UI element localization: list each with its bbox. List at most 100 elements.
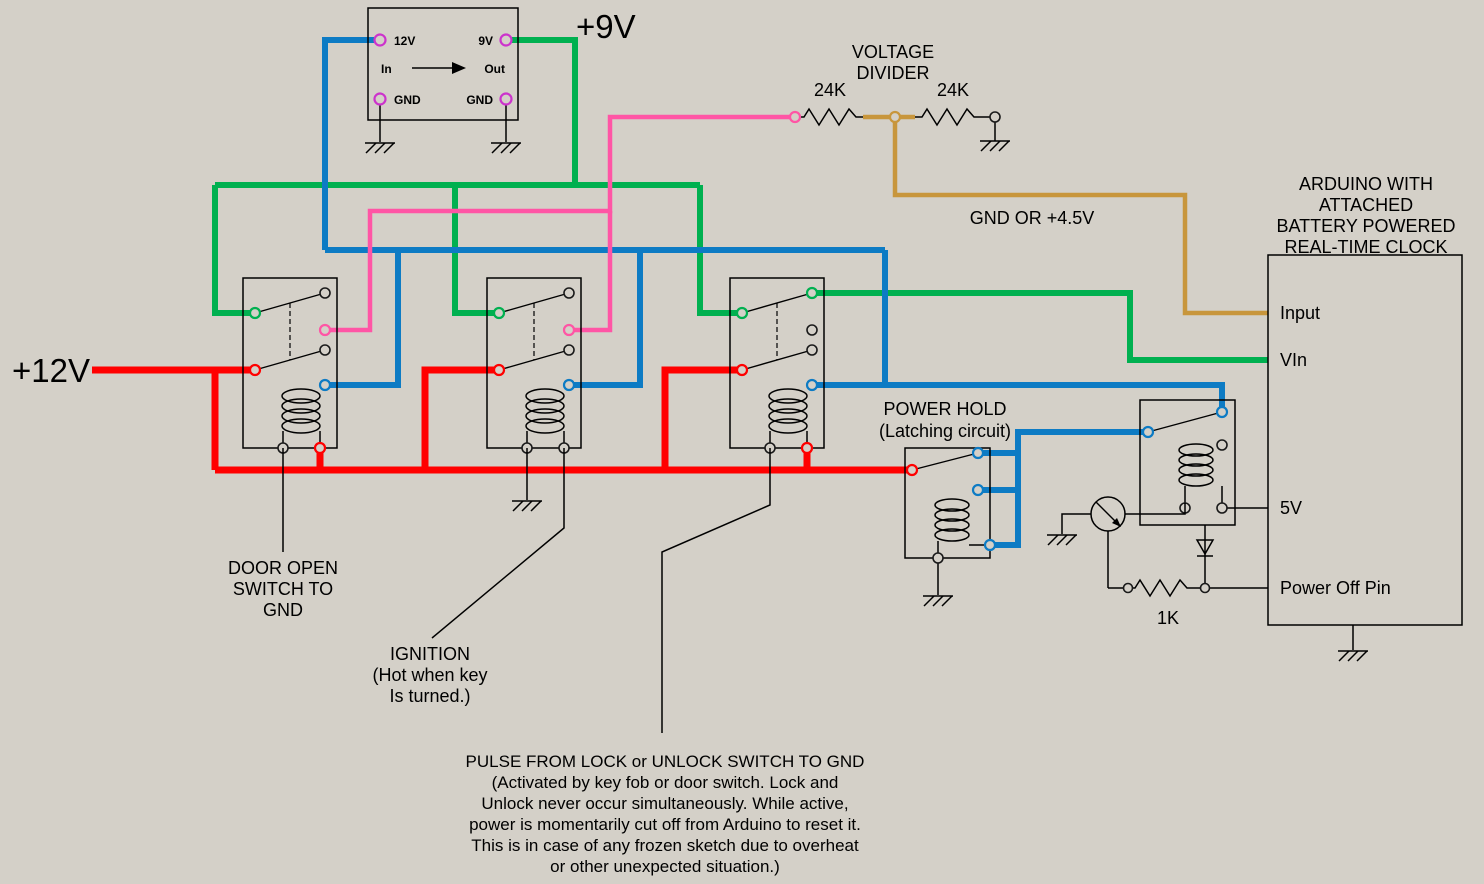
powerhold-throw-pin [971, 446, 985, 460]
voltage-divider-label: VOLTAGE [852, 42, 934, 62]
relay3-throw2-pin [805, 378, 819, 392]
pulse-label: or other unexpected situation.) [550, 857, 780, 876]
transistor-emitter-lead [1061, 513, 1091, 534]
red-12v-net [92, 366, 912, 474]
pulse-label: Unlock never occur simultaneously. While… [481, 794, 848, 813]
transistor-arrow-line [1095, 501, 1118, 524]
regulator-9v-label: 9V [478, 34, 493, 48]
latch-coil-pin-right [1216, 502, 1228, 514]
door-switch-label: GND [263, 600, 303, 620]
ground-symbol [922, 595, 954, 607]
regulator-pin-12v [373, 33, 387, 47]
ground-symbol [1046, 534, 1078, 546]
relay1-common2-pin [248, 363, 262, 377]
arduino-pin-vin-label: VIn [1280, 350, 1307, 370]
voltage-regulator: 12V 9V In Out GND GND [367, 7, 519, 142]
resistor-1k [1127, 579, 1195, 597]
relay2-common2-pin [492, 363, 506, 377]
arduino-title: ATTACHED [1319, 195, 1413, 215]
ground-symbol [979, 140, 1011, 152]
power-hold-box [904, 447, 991, 559]
arduino-pin-input-label: Input [1280, 303, 1320, 323]
resistor-24k-1 [796, 108, 864, 126]
pulse-label: This is in case of any frozen sketch due… [471, 836, 859, 855]
latch-relay [1139, 399, 1268, 526]
voltage-divider [788, 108, 1001, 141]
latch-relay-coil [1178, 443, 1214, 457]
pulse-lead [661, 448, 771, 733]
arduino-outline [1267, 254, 1463, 626]
relay2-throw2-pin [562, 378, 576, 392]
latch-relay-coil [1178, 453, 1214, 467]
wire-pink-main [325, 114, 797, 333]
regulator-out-label: Out [484, 62, 505, 76]
regulator-arrow-head [452, 62, 466, 74]
divider-pin-mid [888, 110, 902, 124]
power-hold-coil [934, 498, 970, 512]
regulator-gnd-right-label: GND [466, 93, 493, 107]
resistor-1k-group [1108, 579, 1268, 597]
powerhold-common-pin [905, 463, 919, 477]
pulse-label: power is momentarily cut off from Arduin… [469, 815, 861, 834]
wire-blue-latch-feedback [990, 453, 1021, 548]
ground-symbol [511, 500, 543, 512]
power-hold-relay [904, 447, 991, 595]
power-hold-coil [934, 518, 970, 532]
ignition-label: (Hot when key [372, 665, 487, 685]
ground-symbol [1337, 650, 1369, 662]
relay1-coil-pin [313, 441, 327, 455]
wire-9v-relay2 [452, 185, 499, 316]
wire-red-relay2-feed [421, 366, 499, 470]
regulator-12v-label: 12V [394, 34, 415, 48]
latch-relay-coil [1178, 473, 1214, 487]
pulse-label: PULSE FROM LOCK or UNLOCK SWITCH TO GND [466, 752, 865, 771]
ignition-label: IGNITION [390, 644, 470, 664]
wire-pink-relay2 [569, 211, 613, 333]
wire-blue-relay1 [325, 250, 401, 388]
door-switch-label: DOOR OPEN [228, 558, 338, 578]
connection-pins [248, 286, 1229, 552]
regulator-box [367, 7, 519, 121]
wire-blue-relay3-latch [812, 382, 1225, 407]
latch-relay-box [1139, 399, 1236, 526]
power-hold-arm [911, 452, 979, 471]
relay1-throw2-pin [318, 378, 332, 392]
resistor-24k-1-label: 24K [814, 80, 846, 100]
wire-9v-feed [506, 37, 578, 185]
wire-red-relay3-feed [661, 366, 742, 470]
wire-9v-relay1 [212, 185, 255, 316]
transistor-symbol [1061, 496, 1186, 588]
divider-pin-left [788, 110, 802, 124]
arduino-title: BATTERY POWERED [1276, 216, 1455, 236]
ignition-lead [431, 448, 565, 639]
ignition-label: Is turned.) [389, 686, 470, 706]
powerhold-coil-pin-right [983, 538, 997, 552]
wire-blue-regulator [322, 37, 374, 250]
gnd-or-45v-label: GND OR +4.5V [970, 208, 1095, 228]
latch-common-pin [1141, 425, 1155, 439]
power-hold-coil-pin [932, 552, 944, 564]
green-9v-net [212, 37, 1268, 363]
relay3-coil-pin [800, 441, 814, 455]
arduino-pin-5v-label: 5V [1280, 498, 1302, 518]
ground-symbol [490, 142, 522, 154]
resistor-1k-pin-left [1122, 582, 1134, 594]
plus-9v-label: +9V [576, 8, 636, 45]
power-hold-label: POWER HOLD [883, 399, 1006, 419]
plus-12v-label: +12V [12, 352, 90, 389]
resistor-1k-pin-right [1199, 582, 1211, 594]
transistor-arrow-head [1112, 518, 1121, 527]
door-switch-label: SWITCH TO [233, 579, 333, 599]
power-hold-sublabel: (Latching circuit) [879, 421, 1011, 441]
resistor-24k-2 [914, 108, 982, 126]
relay2-throw-pin [562, 323, 576, 337]
relay3-common-pin [735, 306, 749, 320]
wire-9v-relay3 [697, 185, 742, 316]
latch-relay-coil [1178, 463, 1214, 477]
regulator-pin-gnd-right [499, 92, 513, 106]
wire-9v-to-vin [812, 290, 1268, 363]
voltage-divider-label: DIVIDER [856, 63, 929, 83]
pink-signal-net [325, 114, 797, 333]
wire-blue-relay2 [569, 250, 643, 388]
resistor-24k-2-label: 24K [937, 80, 969, 100]
